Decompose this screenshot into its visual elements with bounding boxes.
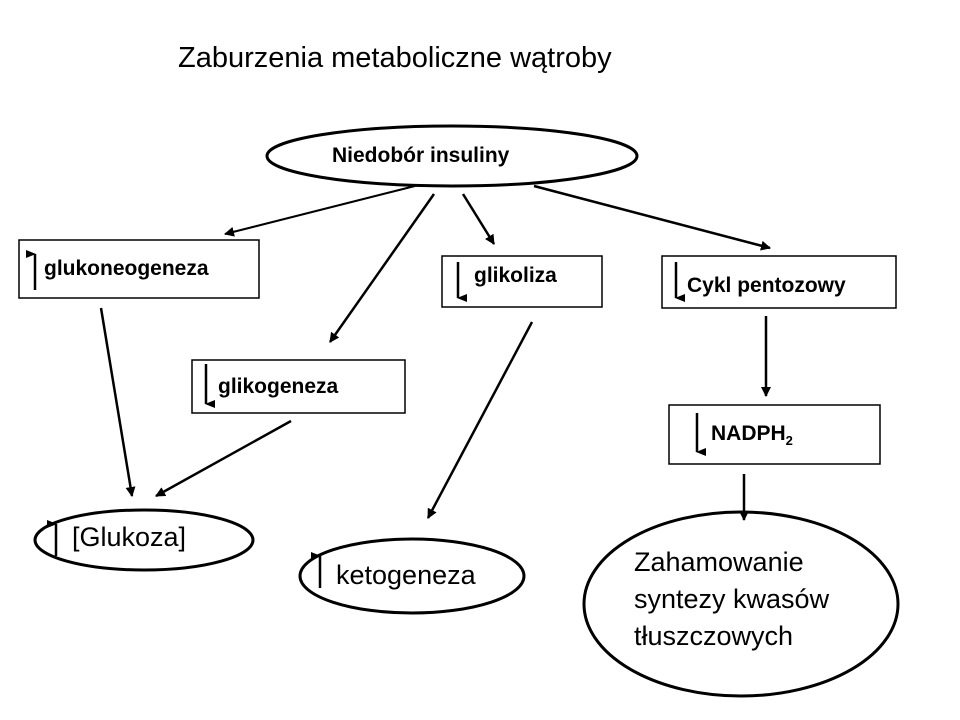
diagram-title: Zaburzenia metaboliczne wątroby — [178, 42, 612, 74]
nadph-subscript: 2 — [785, 433, 793, 449]
fatty-acid-line-1: Zahamowanie — [634, 547, 804, 577]
nadph-text: NADPH — [711, 422, 786, 445]
node-nadph-label: NADPH2 — [711, 422, 793, 448]
node-gluconeogenesis-shape — [18, 239, 260, 299]
fatty-acid-line-2: syntezy kwasów — [634, 584, 830, 614]
node-glycolysis-label: glikoliza — [474, 264, 557, 287]
node-ketogenesis-shape — [298, 537, 526, 615]
fatty-acid-line-3: tłuszczowych — [634, 621, 794, 651]
node-glucose-label: [Glukoza] — [72, 522, 187, 552]
node-pentose-cycle-shape — [661, 255, 897, 309]
node-fatty-acid-inhibition-label: Zahamowanie syntezy kwasów tłuszczowych — [634, 544, 829, 655]
node-glucose-shape — [33, 508, 255, 572]
arrow-insulin-to-glycogenesis — [328, 193, 436, 343]
node-glycogenesis-label: glikogeneza — [218, 375, 339, 398]
arrow-insulin-to-glycolysis — [461, 193, 496, 245]
node-glycogenesis-shape — [191, 359, 406, 414]
node-insulin-label: Niedobór insuliny — [332, 144, 510, 167]
node-insulin-shape — [265, 124, 639, 188]
arrow-glycogenesis-to-glucose — [155, 419, 292, 498]
arrow-insulin-to-gluconeogenesis — [224, 185, 416, 237]
node-gluconeogenesis-label: glukoneogeneza — [44, 257, 209, 280]
arrow-gluconeogenesis-to-glucose — [99, 307, 136, 497]
node-ketogenesis-label: ketogeneza — [336, 560, 476, 590]
node-pentose-cycle-label: Cykl pentozowy — [687, 274, 846, 297]
arrow-glycolysis-to-ketogenesis — [426, 321, 534, 519]
node-glycolysis-shape — [441, 255, 603, 308]
arrow-insulin-to-pentose-cycle — [533, 184, 771, 251]
